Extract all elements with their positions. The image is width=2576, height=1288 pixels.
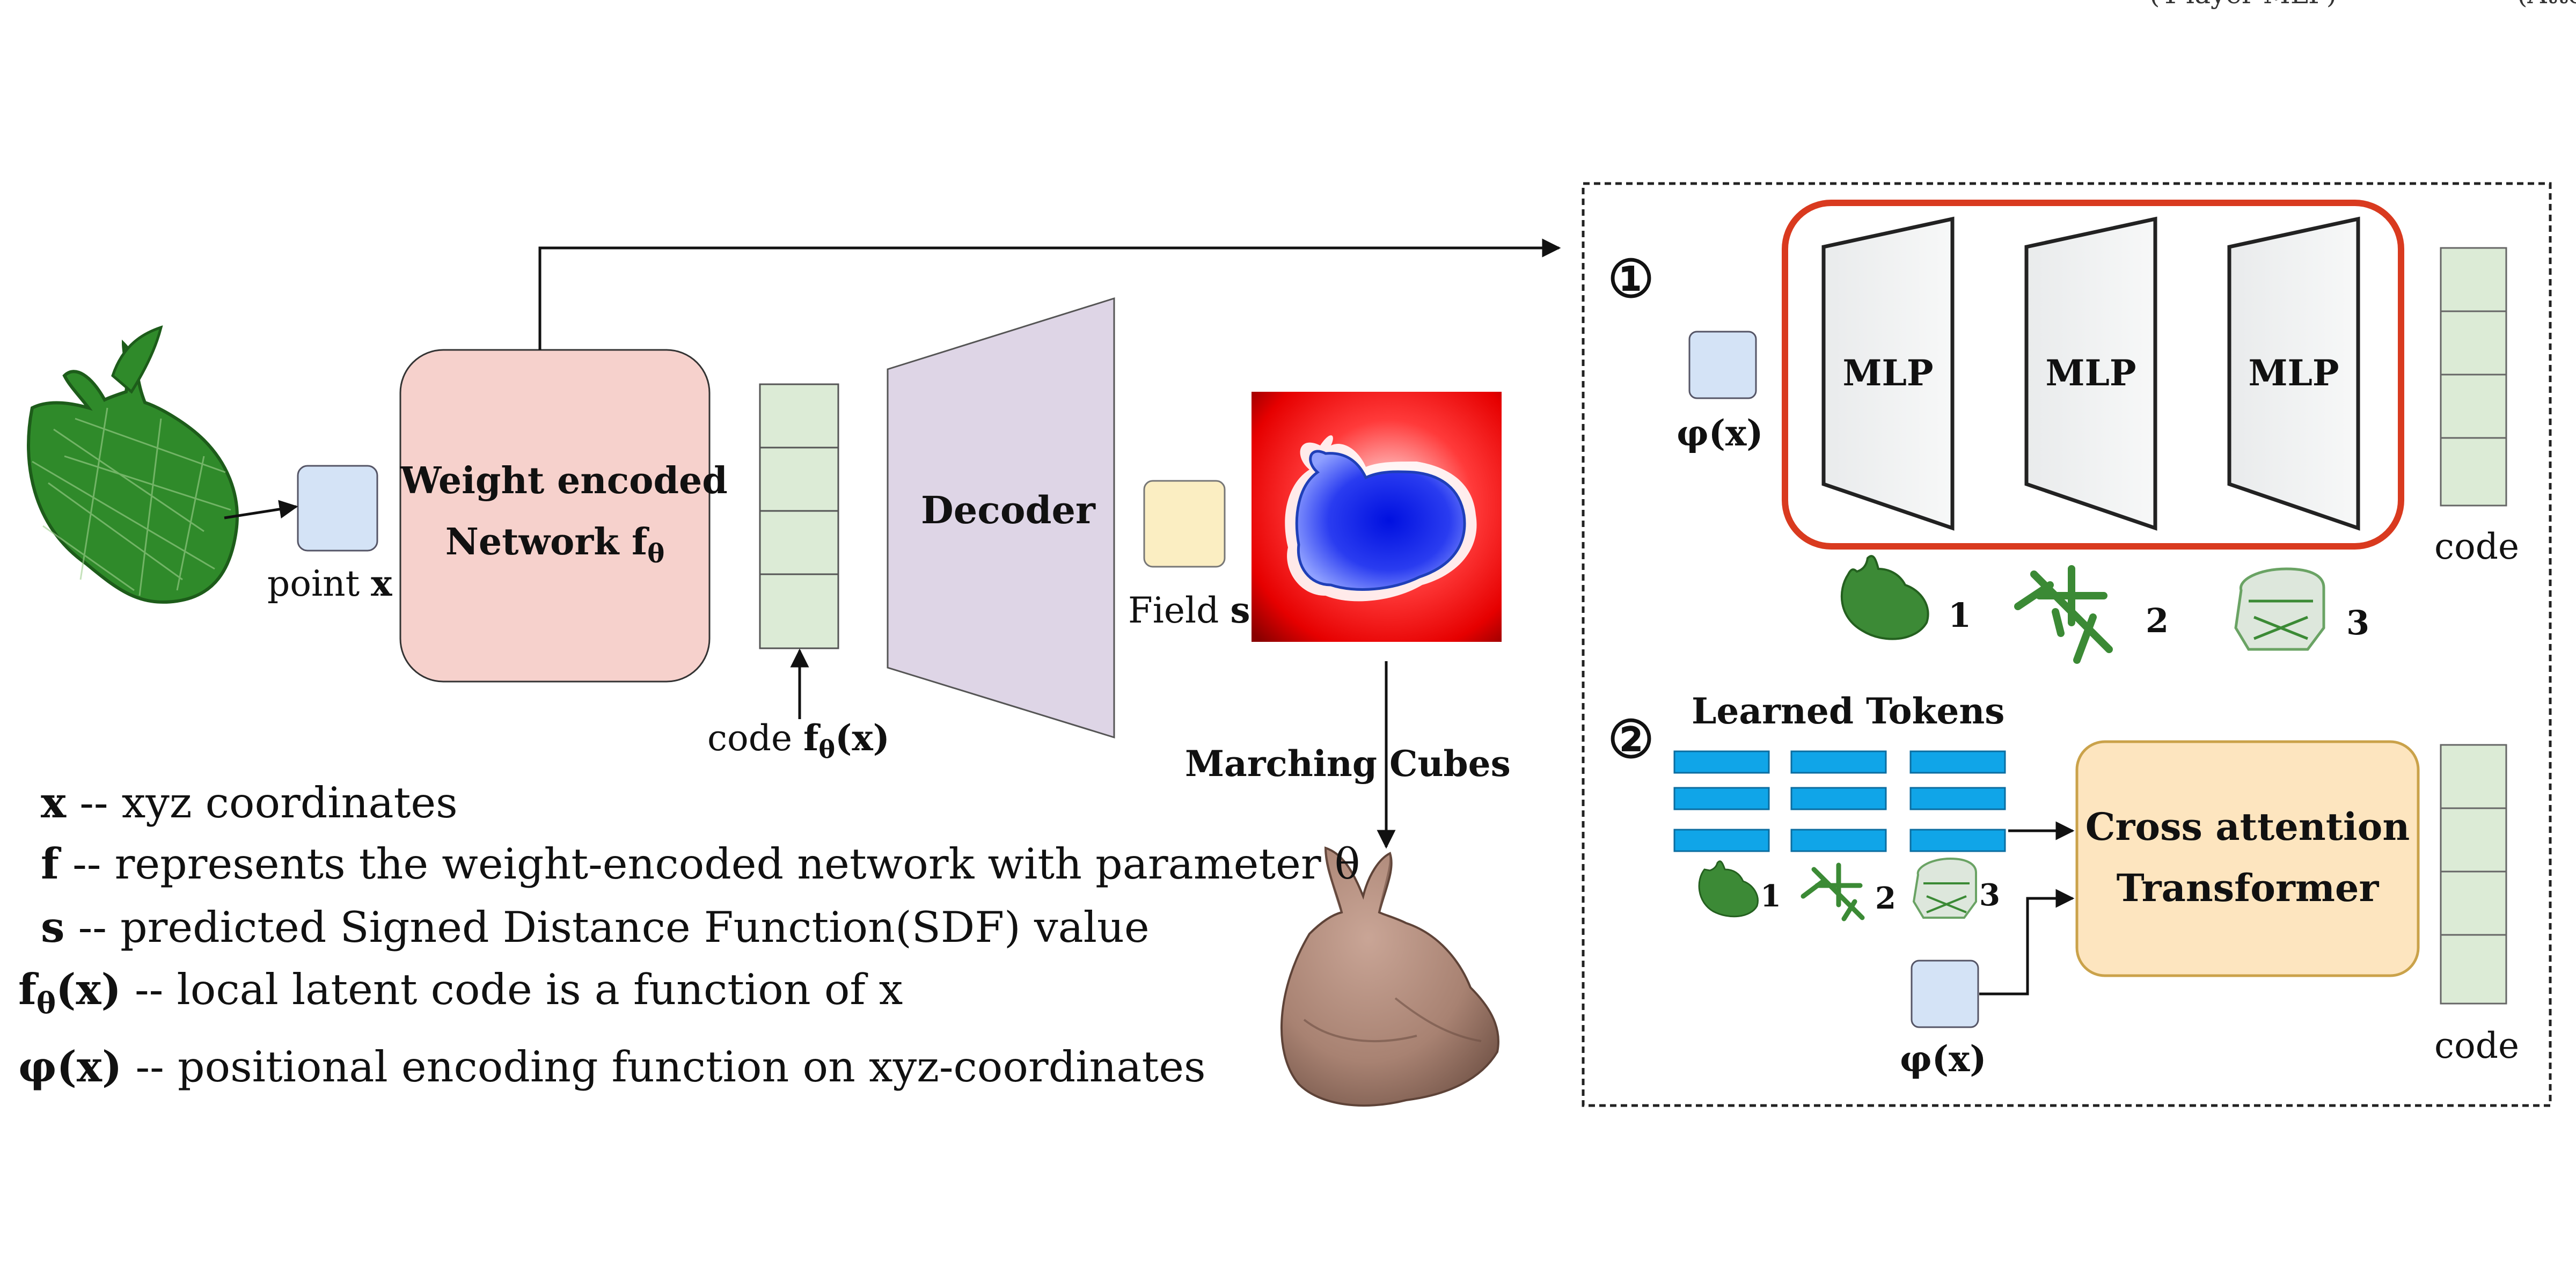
latent-code-vector xyxy=(759,383,839,649)
token-shape-number-2: 2 xyxy=(1875,881,1896,916)
field-label-text: Field xyxy=(1128,590,1231,631)
code-label-text: code xyxy=(707,718,803,759)
shape-bunny-small-1 xyxy=(1840,555,1929,640)
encoder-subtitle: Network fθ xyxy=(400,524,709,567)
variants-panel xyxy=(1582,182,2552,1107)
legend-text: -- represents the weight-encoded network… xyxy=(58,839,1360,889)
weight-encoded-network-box xyxy=(399,349,711,683)
point-label-text: point xyxy=(267,563,371,604)
field-var: s xyxy=(1230,589,1250,631)
shape-chair-2 xyxy=(1912,857,1977,919)
mlp-stack-outline xyxy=(1782,200,2404,550)
shape-chair-1 xyxy=(2234,567,2325,651)
input-bunny-mesh xyxy=(27,325,239,604)
transformer-title: Cross attention xyxy=(2085,804,2410,849)
legend-row-f-theta-x: fθ(x) -- local latent code is a function… xyxy=(18,968,903,1018)
clipped-caption-right: (Atte xyxy=(2517,0,2576,8)
shape-number-3: 3 xyxy=(2346,603,2370,642)
sdf-field-image xyxy=(1252,392,1502,642)
field-s-box xyxy=(1143,480,1226,568)
token-shape-number-1: 1 xyxy=(1760,879,1781,914)
phi-x-label-2: φ(x) xyxy=(1900,1038,1987,1080)
legend-sub: θ xyxy=(36,985,56,1020)
cross-attention-transformer-box xyxy=(2075,740,2420,977)
shape-number-2: 2 xyxy=(2146,601,2169,640)
encoder-theta: θ xyxy=(647,538,665,569)
legend-key: x xyxy=(41,778,67,828)
legend-key-suffix: (x) xyxy=(56,964,121,1014)
legend-row-s: s -- predicted Signed Distance Function(… xyxy=(41,906,1150,949)
output-bunny-render xyxy=(1280,846,1499,1107)
legend-row-phi: φ(x) -- positional encoding function on … xyxy=(18,1045,1206,1088)
code-label-1: code xyxy=(2434,526,2520,567)
legend-row-f: f -- represents the weight-encoded netwo… xyxy=(41,843,1360,885)
legend-key: φ(x) xyxy=(18,1042,122,1092)
legend-key: f xyxy=(18,964,36,1014)
mlp-label-2: MLP xyxy=(2045,352,2136,394)
encoder-network-text: Network f xyxy=(445,521,648,564)
point-x-label: point x xyxy=(267,566,392,602)
shape-airplane-1 xyxy=(2014,565,2113,664)
marching-cubes-label: Marching Cubes xyxy=(1185,743,1511,785)
decoder-label: Decoder xyxy=(921,488,1095,532)
phi-x-box-2 xyxy=(1911,960,1979,1028)
legend-row-x: x -- xyz coordinates xyxy=(41,781,458,824)
code-label-f: f xyxy=(803,717,819,759)
point-x-box xyxy=(297,465,378,552)
learned-tokens-grid xyxy=(1673,750,2006,852)
point-var: x xyxy=(371,562,392,604)
legend-text: -- xyz coordinates xyxy=(66,778,458,828)
token-shape-number-3: 3 xyxy=(1979,877,2000,913)
decoder-block xyxy=(887,297,1115,739)
code-vector-2 xyxy=(2440,744,2507,1005)
phi-x-box-1 xyxy=(1688,331,1757,399)
transformer-subtitle: Transformer xyxy=(2116,866,2379,910)
mlp-blocks xyxy=(1821,216,2360,531)
legend-key: f xyxy=(41,839,59,889)
legend-text: -- predicted Signed Distance Function(SD… xyxy=(64,903,1150,952)
mlp-label-3: MLP xyxy=(2248,352,2339,394)
shape-number-1: 1 xyxy=(1948,596,1972,635)
code-f-theta-label: code fθ(x) xyxy=(707,720,890,762)
mlp-label-1: MLP xyxy=(1842,352,1934,394)
code-vector-1 xyxy=(2440,247,2507,507)
legend-text: -- local latent code is a function of x xyxy=(121,965,903,1014)
legend-text: -- positional encoding function on xyz-c… xyxy=(122,1042,1206,1092)
encoder-title: Weight encoded xyxy=(400,459,728,502)
clipped-caption-left: (4-layer MLP) xyxy=(2149,0,2337,8)
legend-key: s xyxy=(41,902,65,952)
shape-bunny-small-2 xyxy=(1698,860,1759,918)
code-label-theta: θ xyxy=(818,735,836,764)
shape-airplane-2 xyxy=(1801,862,1865,921)
option-2-marker: ② xyxy=(1608,709,1655,770)
field-s-label: Field s xyxy=(1128,592,1250,628)
code-label-2: code xyxy=(2434,1025,2520,1066)
learned-tokens-title: Learned Tokens xyxy=(1692,690,2005,732)
phi-x-label-1: φ(x) xyxy=(1677,412,1763,454)
code-label-x: (x) xyxy=(835,717,890,759)
option-1-marker: ① xyxy=(1608,248,1655,309)
